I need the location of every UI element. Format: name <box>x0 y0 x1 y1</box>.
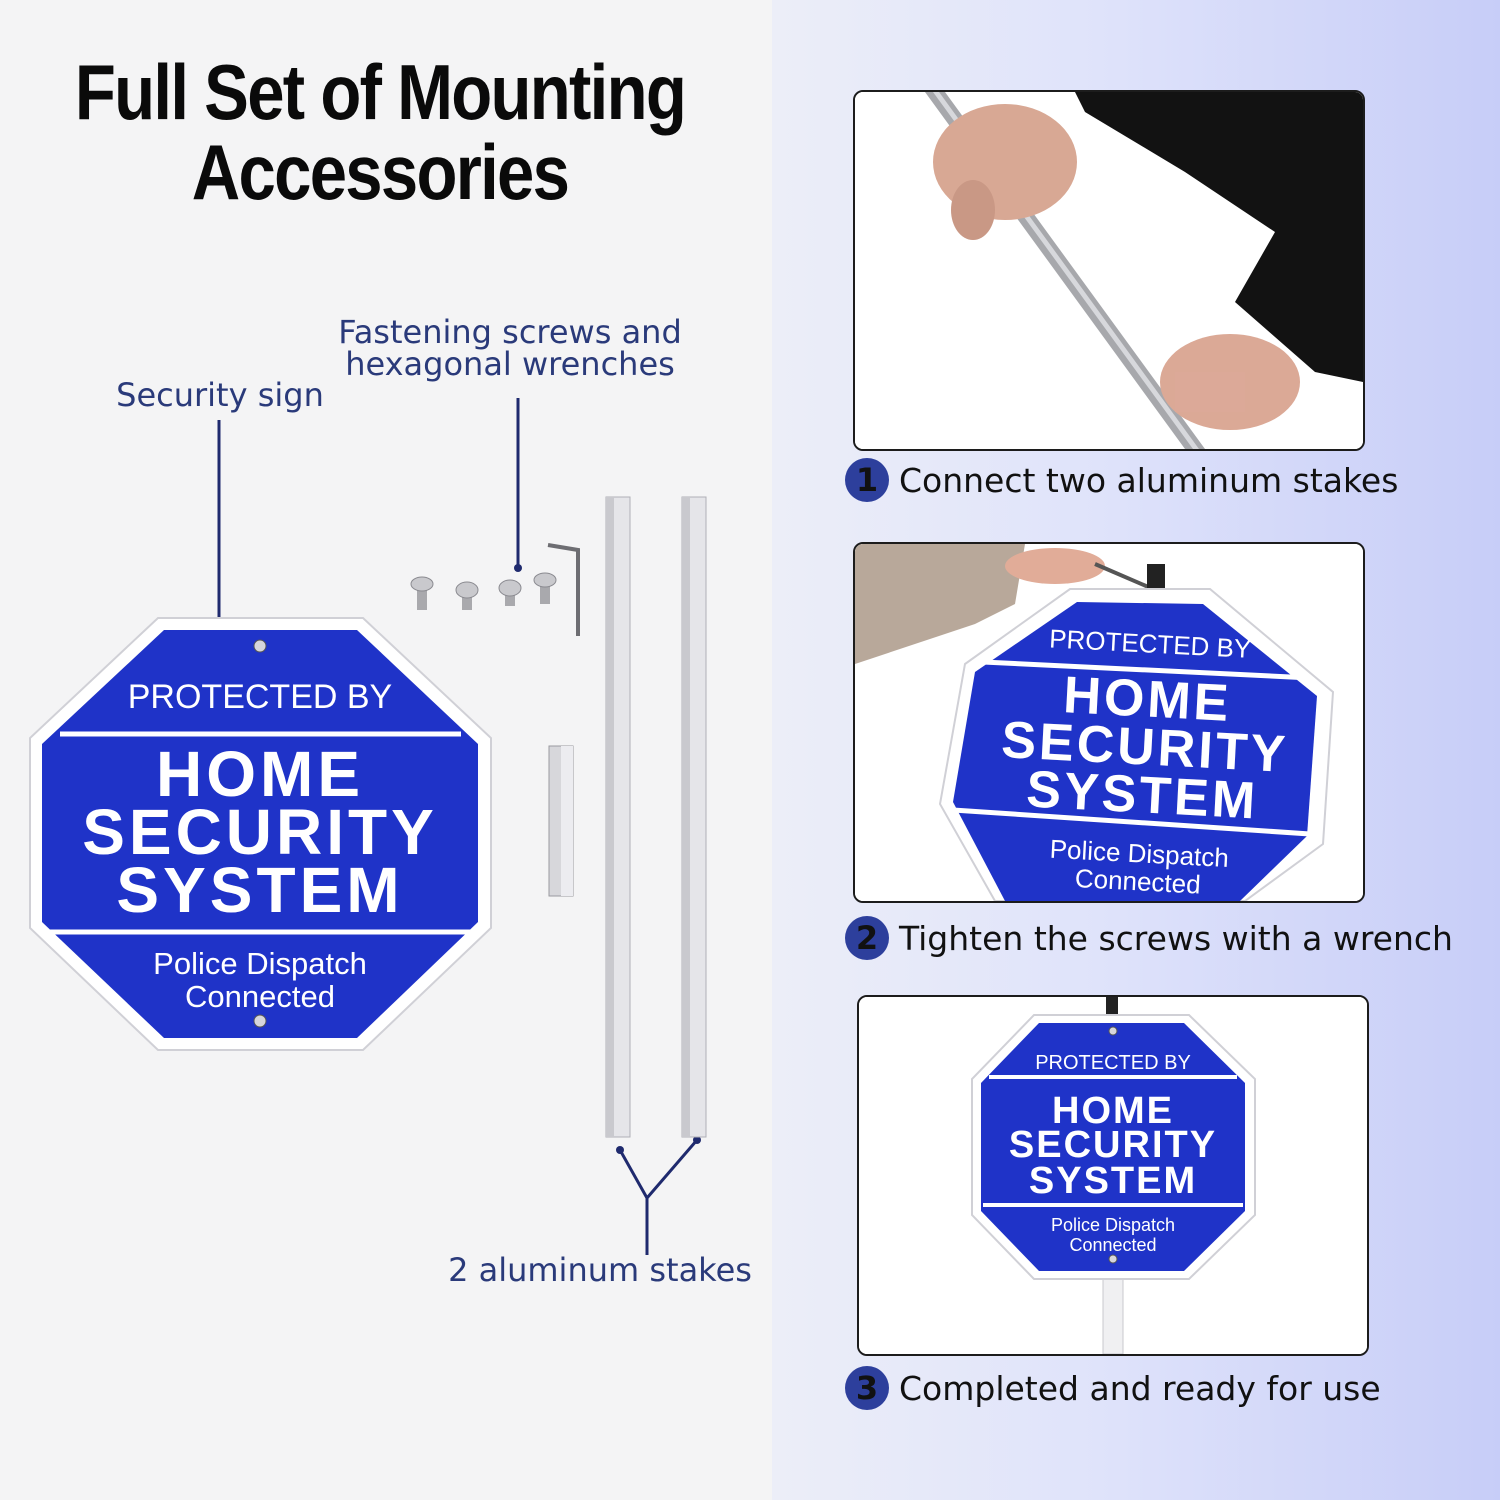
sign-line-2: SECURITY <box>82 796 438 868</box>
page-title: Full Set of Mounting Accessories <box>53 52 707 212</box>
screw-icon <box>498 579 522 606</box>
sign-line-3: SYSTEM <box>116 854 403 926</box>
step-2-sign-line-1: HOME <box>1062 666 1233 733</box>
step-2-badge: 2 <box>845 916 889 960</box>
security-sign-large: PROTECTED BY HOME SECURITY SYSTEM Police… <box>29 617 492 1051</box>
screws-callout-line-2: hexagonal wrenches <box>345 345 675 383</box>
stakes-callout: 2 aluminum stakes <box>448 1251 752 1289</box>
screws-callout-line-1: Fastening screws and <box>338 313 682 351</box>
step-3-photo: PROTECTED BY HOME SECURITY SYSTEM Police… <box>857 995 1369 1356</box>
step-1-text: Connect two aluminum stakes <box>899 460 1399 500</box>
aluminum-stake-icon <box>605 496 631 1138</box>
step-1-badge: 1 <box>845 458 889 502</box>
step-2-photo: PROTECTED BY HOME SECURITY SYSTEM Police… <box>853 542 1365 903</box>
title-line-2: Accessories <box>191 128 570 216</box>
accessories-illustration <box>217 398 707 1255</box>
sign-bottom-1: Police Dispatch <box>153 946 367 981</box>
step-3-text: Completed and ready for use <box>899 1368 1381 1408</box>
screw-icon <box>455 581 479 610</box>
step-3-sign-line-1: HOME <box>1052 1090 1174 1132</box>
sign-callout: Security sign <box>116 376 324 414</box>
screws-callout: Fastening screws and hexagonal wrenches <box>320 316 700 380</box>
step-3-sign-bottom-1: Police Dispatch <box>1051 1215 1175 1235</box>
step-3: 3 Completed and ready for use <box>845 1366 1381 1410</box>
sign-line-1: HOME <box>156 738 364 810</box>
hex-wrench-icon <box>547 543 580 636</box>
sign-bottom-2: Connected <box>185 979 335 1014</box>
step-3-sign-top: PROTECTED BY <box>1035 1052 1191 1074</box>
step-2: 2 Tighten the screws with a wrench <box>845 916 1453 960</box>
aluminum-stake-icon <box>681 496 707 1138</box>
step-2-sign-bottom-2: Connected <box>1074 863 1201 900</box>
step-3-sign-line-3: SYSTEM <box>1029 1160 1197 1202</box>
step-1-photo <box>853 90 1365 451</box>
step-3-sign-bottom-2: Connected <box>1069 1235 1156 1255</box>
screws-leader-dot <box>514 564 522 572</box>
step-1: 1 Connect two aluminum stakes <box>845 458 1398 502</box>
step-3-badge: 3 <box>845 1366 889 1410</box>
title-line-1: Full Set of Mounting <box>74 48 687 136</box>
step-2-sign-line-3: SYSTEM <box>1025 760 1260 830</box>
screw-icon <box>410 576 434 610</box>
screw-icon <box>533 572 557 604</box>
stakes-leader-fork <box>618 1139 699 1201</box>
step-2-text: Tighten the screws with a wrench <box>899 918 1453 958</box>
step-3-sign-line-2: SECURITY <box>1009 1124 1217 1166</box>
sign-top-text: PROTECTED BY <box>128 678 392 716</box>
